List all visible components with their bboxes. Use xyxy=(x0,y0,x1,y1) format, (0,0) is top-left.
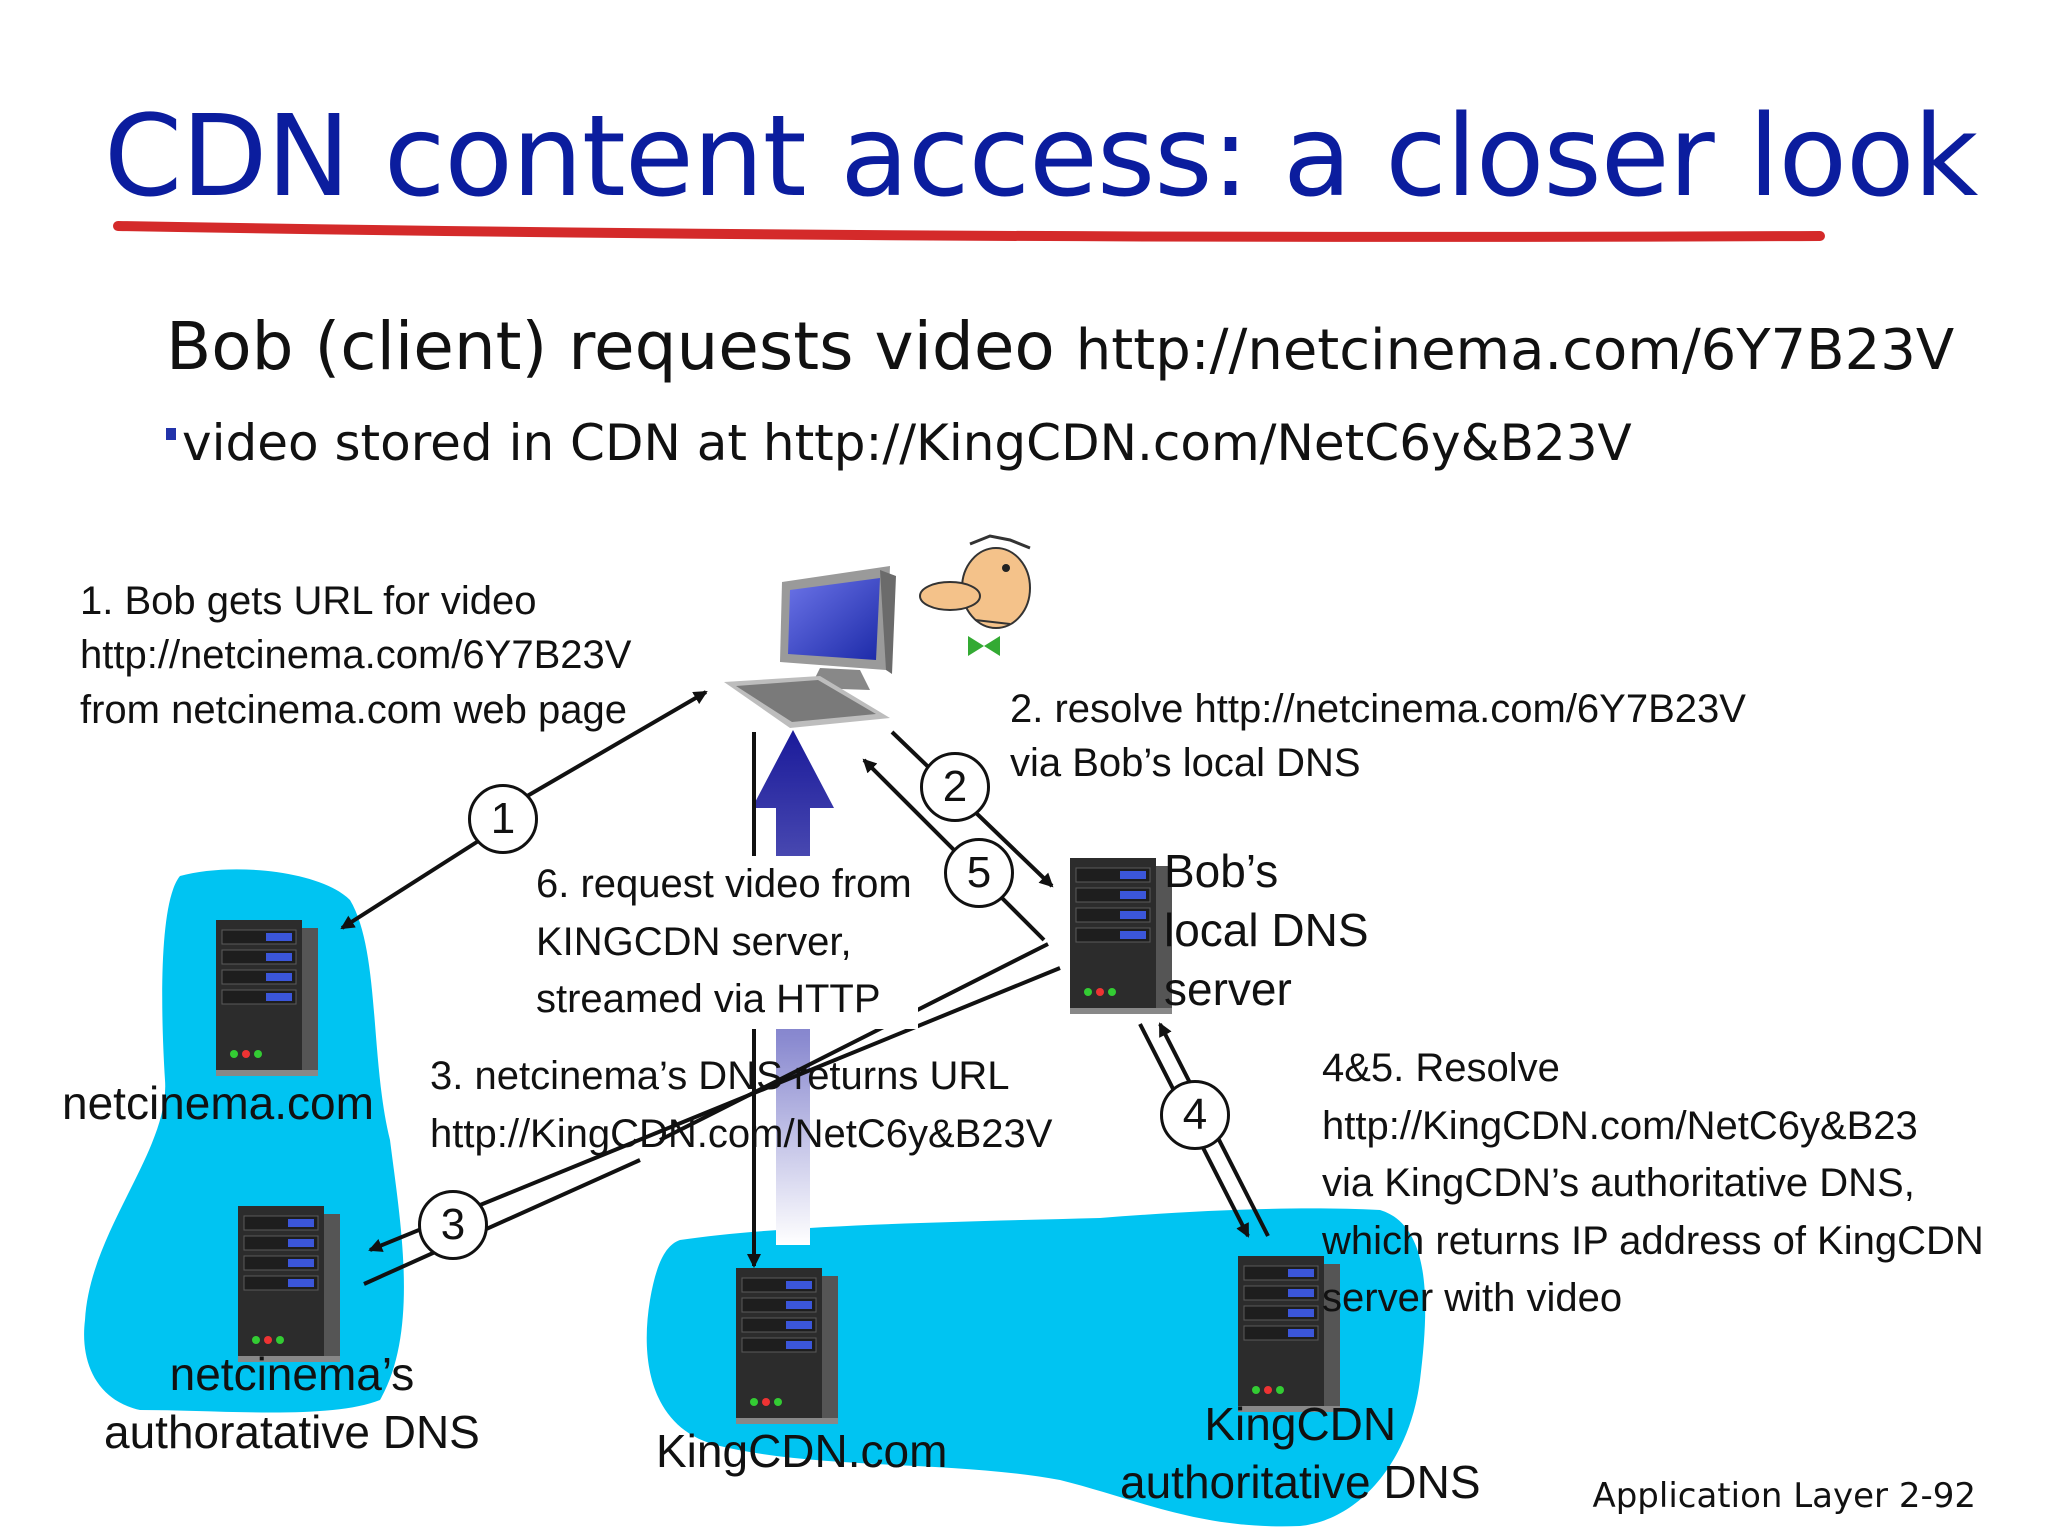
netcinema-dns-label: netcinema’s authoratative DNS xyxy=(104,1346,480,1461)
netcinema-server-icon xyxy=(215,919,319,1077)
local-dns-line-1: Bob’s xyxy=(1164,845,1279,897)
step-6-line-3: streamed via HTTP xyxy=(536,977,881,1022)
headline-text: Bob (client) requests video xyxy=(166,308,1055,385)
local-dns-label: Bob’s local DNS server xyxy=(1164,842,1369,1019)
local-dns-line-2: local DNS xyxy=(1164,903,1369,956)
step-3-line-2: http://KingCDN.com/NetC6y&B23V xyxy=(430,1111,1053,1156)
kingcdn-server-icon xyxy=(735,1267,839,1425)
step-4-5-label: 4&5. Resolve http://KingCDN.com/NetC6y&B… xyxy=(1322,1040,1984,1328)
step-4-5-line-2: http://KingCDN.com/NetC6y&B23 xyxy=(1322,1103,1918,1148)
kingcdn-cloud xyxy=(646,1208,1426,1527)
arrow-3-reply xyxy=(368,966,1061,1252)
step-1-marker: 1 xyxy=(468,784,538,854)
step-3-label: 3. netcinema’s DNS returns URL http://Ki… xyxy=(430,1048,1052,1163)
netcinema-dns-server-icon xyxy=(237,1205,341,1363)
step-1-line-3: from netcinema.com web page xyxy=(80,687,627,732)
step-6-line-2: KINGCDN server, xyxy=(536,919,852,964)
step-3-line-1: 3. netcinema’s DNS returns URL xyxy=(430,1054,1010,1098)
netcinema-dns-line-2: authoratative DNS xyxy=(104,1405,480,1458)
step-2-line-1: 2. resolve http://netcinema.com/6Y7B23V xyxy=(1010,687,1746,731)
arrow-3-query xyxy=(659,942,1049,1142)
step-1-line-2: http://netcinema.com/6Y7B23V xyxy=(80,633,632,678)
arrow-1-to-computer xyxy=(508,690,708,808)
bullet-marker xyxy=(166,428,176,440)
bullet-text: video stored in CDN at http://KingCDN.co… xyxy=(182,414,1632,472)
slide-title: CDN content access: a closer look xyxy=(104,92,1978,222)
step-5-marker: 5 xyxy=(944,838,1014,908)
step-4-5-line-1: 4&5. Resolve xyxy=(1322,1046,1560,1090)
step-6-label: 6. request video from KINGCDN server, st… xyxy=(530,856,918,1029)
netcinema-label: netcinema.com xyxy=(62,1077,374,1129)
slide-footer: Application Layer 2-92 xyxy=(1592,1476,1976,1516)
local-dns-server-icon xyxy=(1069,857,1173,1015)
title-underline xyxy=(113,221,1825,242)
step-2-label: 2. resolve http://netcinema.com/6Y7B23V … xyxy=(1010,682,1746,791)
kingcdn-dns-label: KingCDN authoritative DNS xyxy=(1120,1396,1481,1511)
step-1-line-1: 1. Bob gets URL for video xyxy=(80,579,537,623)
kingcdn-dns-line-1: KingCDN xyxy=(1204,1398,1397,1450)
step-4-5-line-4: which returns IP address of KingCDN xyxy=(1322,1218,1984,1263)
kingcdn-label: KingCDN.com xyxy=(656,1425,948,1477)
local-dns-line-3: server xyxy=(1164,962,1292,1015)
step-4-5-line-5: server with video xyxy=(1322,1276,1623,1321)
arrow-1-to-netcinema xyxy=(340,838,482,930)
arrow-3-tail xyxy=(363,1158,641,1286)
computer-icon xyxy=(724,566,896,728)
step-2-line-2: via Bob’s local DNS xyxy=(1010,741,1361,786)
step-2-marker: 2 xyxy=(920,752,990,822)
bob-character-icon xyxy=(919,534,1031,656)
step-3-marker: 3 xyxy=(418,1190,488,1260)
step-4-marker: 4 xyxy=(1160,1080,1230,1150)
step-1-label: 1. Bob gets URL for video http://netcine… xyxy=(80,574,631,737)
headline: Bob (client) requests video http://netci… xyxy=(166,308,1954,385)
bullet-item: video stored in CDN at http://KingCDN.co… xyxy=(166,414,1632,472)
kingcdn-dns-line-2: authoritative DNS xyxy=(1120,1455,1481,1508)
netcinema-dns-line-1: netcinema’s xyxy=(169,1348,415,1400)
step-4-5-line-3: via KingCDN’s authoritative DNS, xyxy=(1322,1161,1915,1206)
headline-url: http://netcinema.com/6Y7B23V xyxy=(1075,318,1955,383)
step-6-line-1: 6. request video from xyxy=(536,862,912,906)
